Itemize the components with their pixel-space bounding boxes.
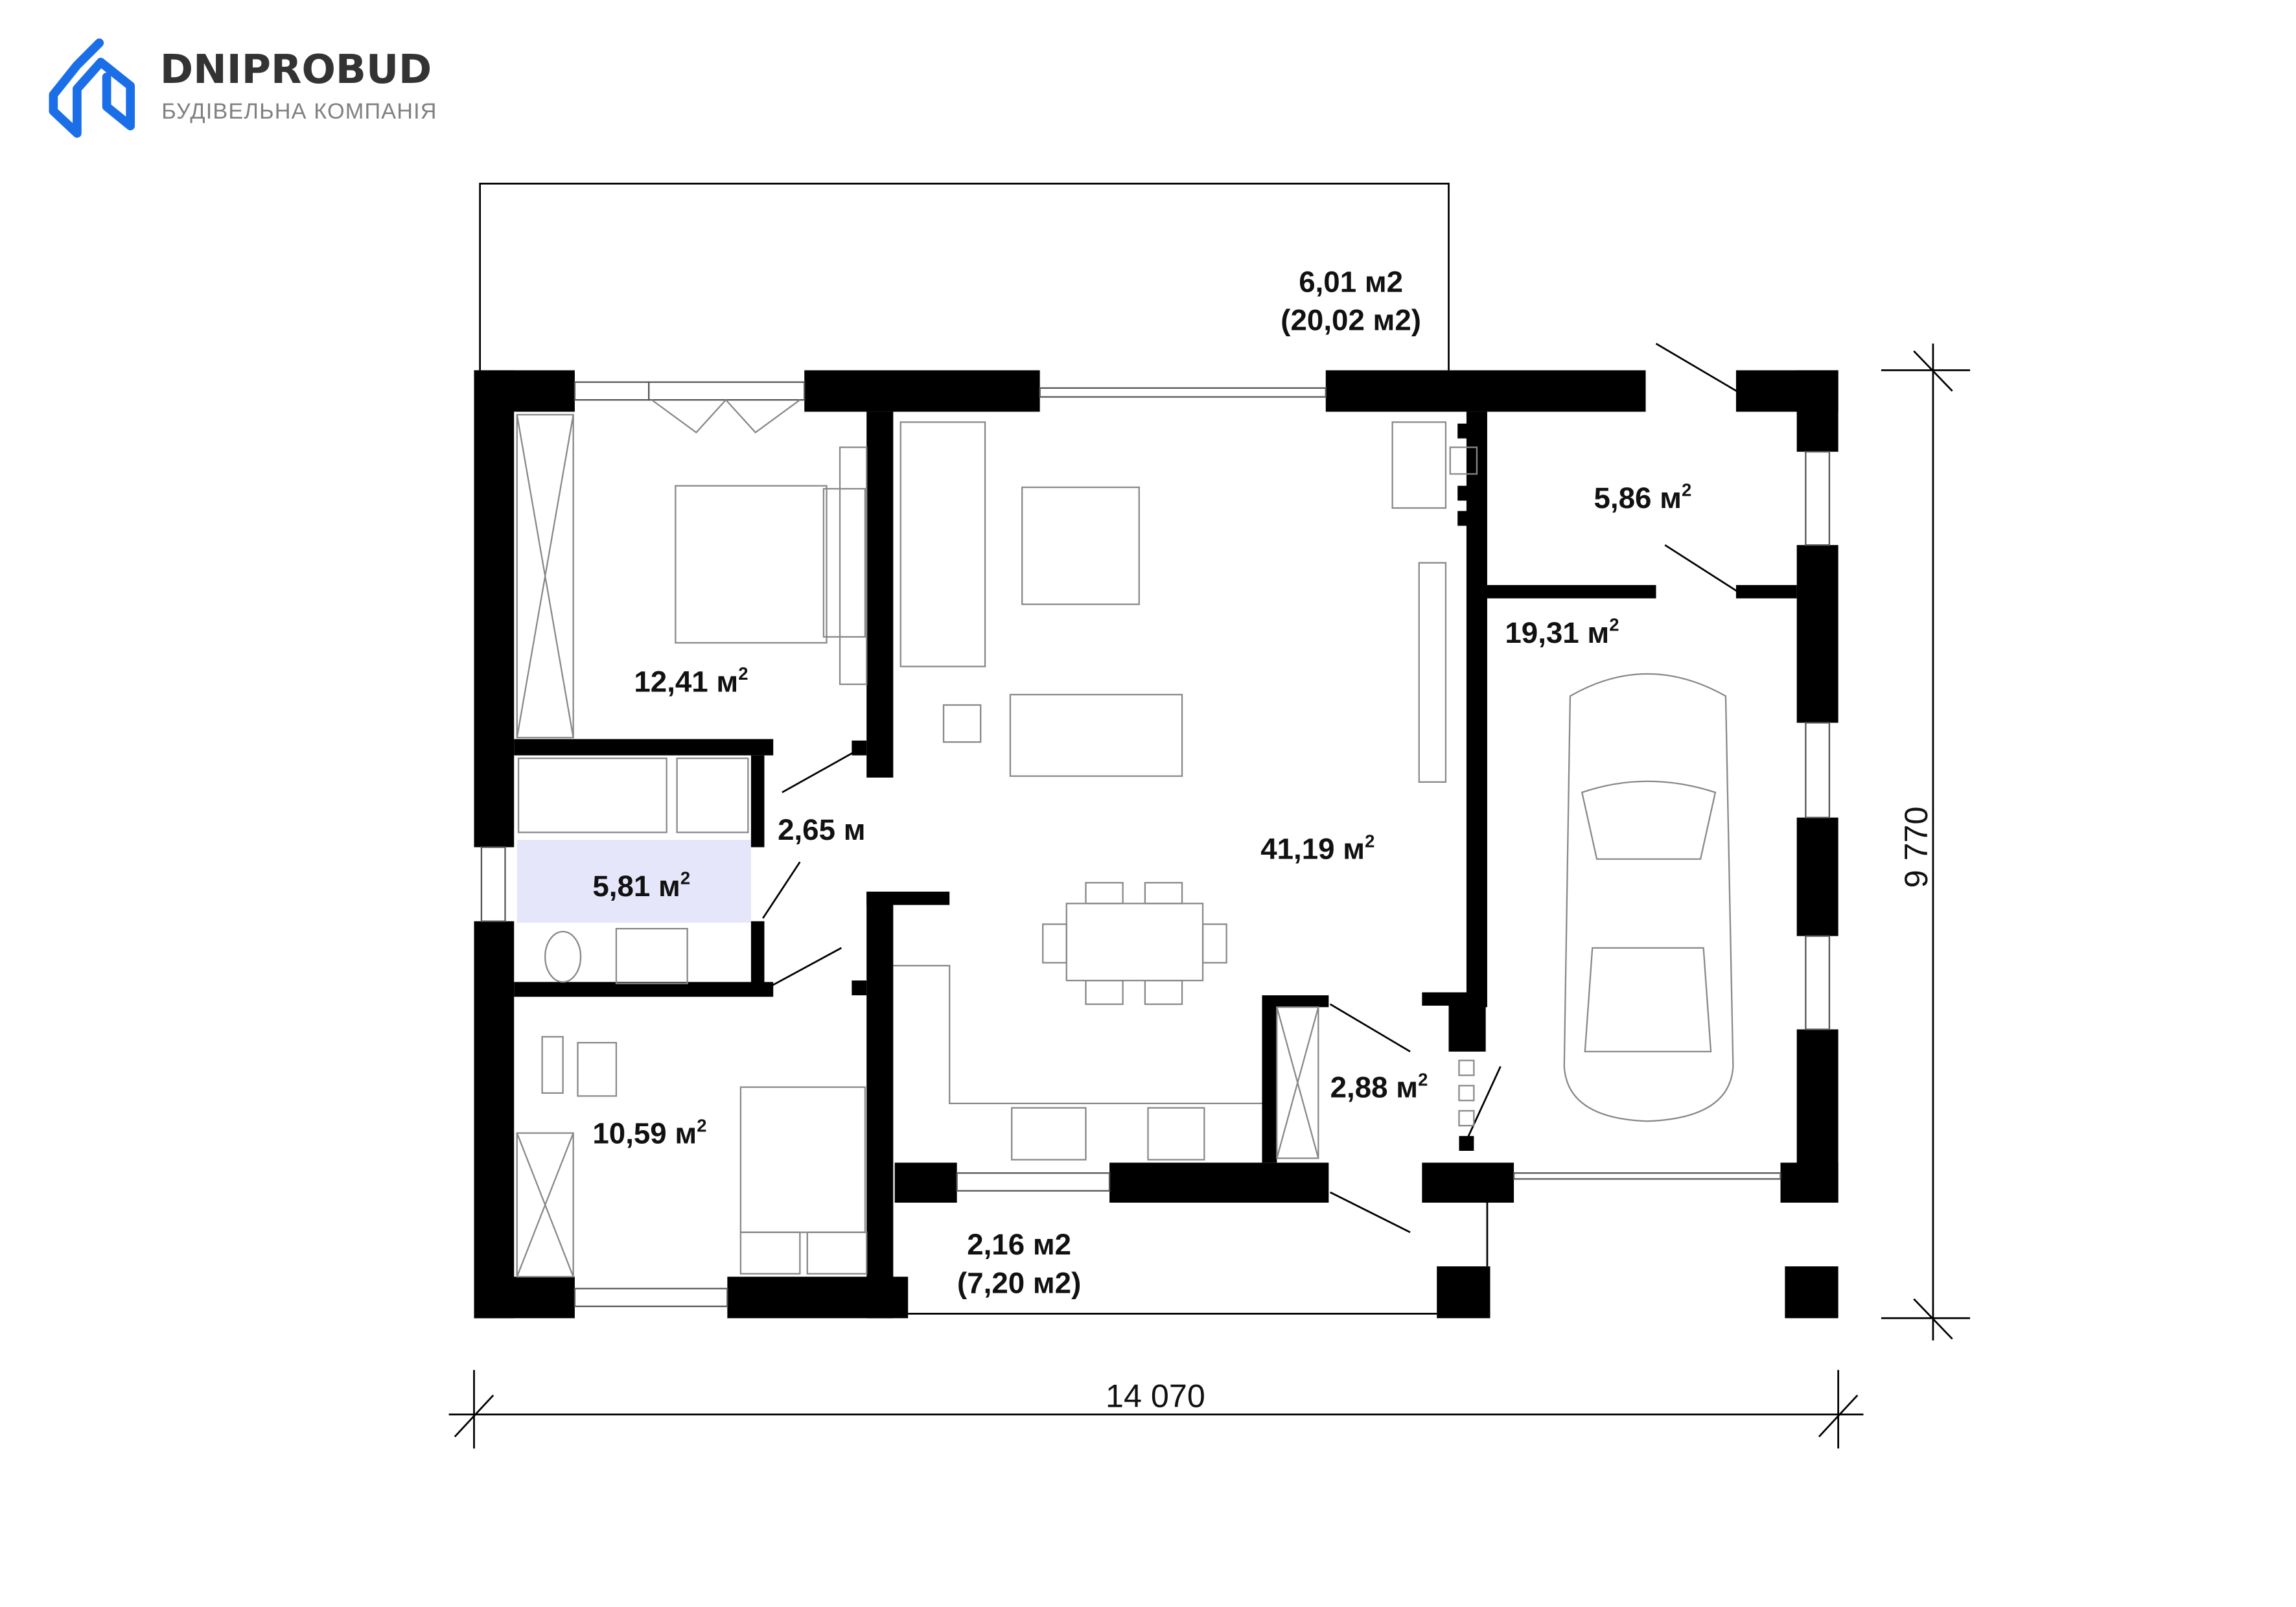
car xyxy=(1563,673,1734,1122)
bed xyxy=(675,485,828,644)
windows xyxy=(480,381,1831,1308)
terrace-bottom-area-total: (7,20 м2) xyxy=(957,1266,1081,1299)
sink xyxy=(615,928,688,984)
logo-subtitle: БУДІВЕЛЬНА КОМПАНІЯ xyxy=(161,99,437,124)
terrace-top-outline xyxy=(479,183,1450,371)
dining-table xyxy=(1065,903,1204,982)
hall-area: 2,88 м2 xyxy=(1330,1069,1428,1104)
toilet xyxy=(544,931,582,983)
garage-area: 19,31 м2 xyxy=(1505,615,1619,649)
corridor-area: 2,65 м xyxy=(778,813,865,846)
terrace-top-area: 6,01 м2 xyxy=(1299,265,1403,298)
coffee-table xyxy=(1021,486,1140,605)
width-dimension: 14 070 xyxy=(448,1370,1864,1449)
terrace-bottom-area: 2,16 м2 xyxy=(967,1228,1071,1261)
bedroom-2-area: 10,59 м2 xyxy=(592,1115,706,1150)
ventilation-shafts xyxy=(494,423,1478,1151)
furniture xyxy=(494,413,1734,1278)
bed-2 xyxy=(739,1086,866,1233)
width-dimension-label: 14 070 xyxy=(1106,1377,1205,1414)
bathtub xyxy=(517,757,667,833)
bathroom-highlight xyxy=(516,840,751,923)
bedroom-1-area: 12,41 м2 xyxy=(634,664,748,698)
walls xyxy=(474,370,1838,1319)
logo-house-icon xyxy=(49,38,135,138)
boiler-area: 5,86 м2 xyxy=(1594,480,1692,514)
sofa xyxy=(899,421,986,667)
bathroom-area: 5,81 м2 xyxy=(592,868,690,903)
wardrobe xyxy=(516,413,574,739)
depth-dimension: 9 770 xyxy=(1881,343,1971,1341)
sofa-2 xyxy=(1009,693,1183,777)
doors xyxy=(651,343,1740,1233)
terrace-top-area-total: (20,02 м2) xyxy=(1281,304,1421,337)
shower xyxy=(676,757,749,833)
logo-name: DNIPROBUD xyxy=(160,46,432,93)
company-logo: DNIPROBUD БУДІВЕЛЬНА КОМПАНІЯ xyxy=(49,38,437,138)
depth-dimension-label: 9 770 xyxy=(1897,807,1934,888)
living-area: 41,19 м2 xyxy=(1260,831,1374,865)
